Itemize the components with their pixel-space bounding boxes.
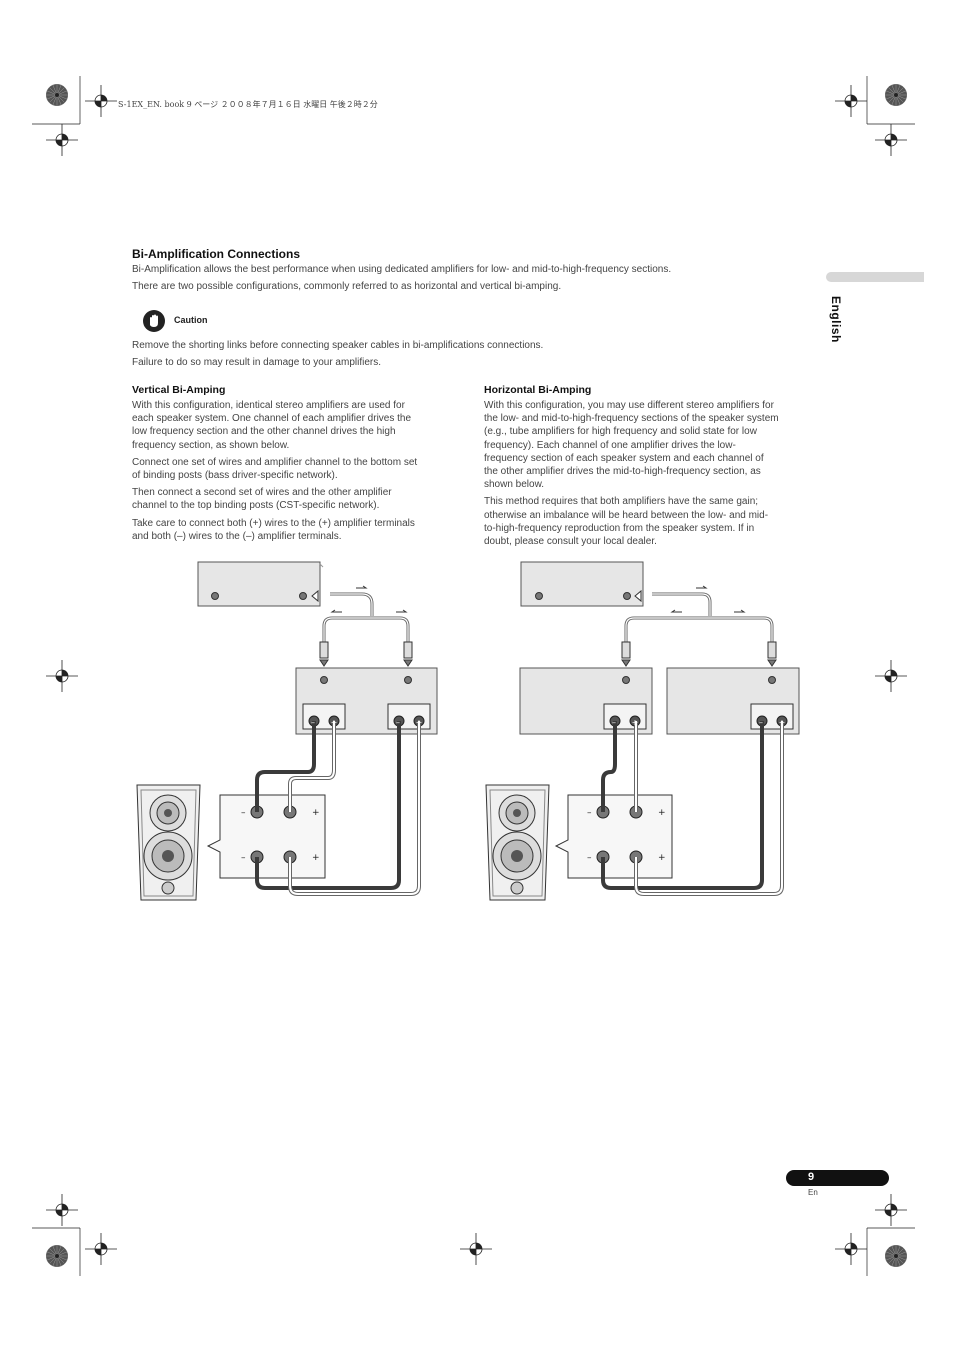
vertical-line: Connect one set of wires and amplifier c… (132, 456, 418, 468)
vertical-line: frequency section, as shown below. (132, 439, 290, 451)
caution-line-2: Failure to do so may result in damage to… (132, 357, 381, 368)
horizontal-line: doubt, please consult your local dealer. (484, 536, 657, 548)
horizontal-line: otherwise an imbalance will be heard bet… (484, 509, 769, 521)
vertical-paragraph: Then connect a second set of wires and t… (132, 486, 462, 512)
horizontal-paragraph: This method requires that both amplifier… (484, 495, 814, 548)
vertical-line: channel to the top binding posts (CST-sp… (132, 500, 380, 512)
header-note: S-1EX_EN. book 9 ページ ２００８年７月１６日 水曜日 午後２時… (118, 100, 378, 109)
page-number-pill (786, 1170, 889, 1186)
horizontal-line: shown below. (484, 479, 545, 491)
horizontal-line: (e.g., tube amplifiers for high frequenc… (484, 426, 757, 438)
language-tab-label: English (829, 296, 843, 343)
horizontal-line: frequency). Each channel of one amplifie… (484, 439, 736, 451)
horizontal-body: With this configuration, you may use dif… (484, 399, 814, 552)
caution-label: Caution (174, 315, 208, 325)
horizontal-line: With this configuration, you may use dif… (484, 400, 774, 411)
horizontal-line: the other amplifier drives the mid-to-hi… (484, 466, 761, 478)
language-tab-bar (826, 272, 924, 282)
vertical-line: With this configuration, identical stere… (132, 400, 405, 411)
horizontal-title: Horizontal Bi-Amping (484, 384, 592, 396)
vertical-title: Vertical Bi-Amping (132, 384, 226, 396)
hand-stop-icon (143, 310, 165, 332)
intro-line-2: There are two possible configurations, c… (132, 281, 562, 292)
page-number: 9 (808, 1171, 815, 1183)
vertical-body: With this configuration, identical stere… (132, 399, 462, 547)
section-title: Bi-Amplification Connections (132, 247, 300, 261)
vertical-line: Take care to connect both (+) wires to t… (132, 517, 415, 529)
intro-line-1: Bi-Amplification allows the best perform… (132, 264, 672, 275)
page-language: En (808, 1188, 818, 1197)
horizontal-paragraph: With this configuration, you may use dif… (484, 399, 814, 491)
vertical-paragraph: Take care to connect both (+) wires to t… (132, 517, 462, 543)
vertical-line: each speaker system. One channel of each… (132, 413, 412, 425)
horizontal-line: to-high-frequency reproduction from the … (484, 522, 755, 534)
horizontal-line: This method requires that both amplifier… (484, 496, 759, 508)
vertical-paragraph: With this configuration, identical stere… (132, 399, 462, 452)
vertical-line: Then connect a second set of wires and t… (132, 487, 392, 499)
vertical-line: and both (–) wires to the (–) amplifier … (132, 530, 342, 542)
horizontal-line: frequency section of each speaker system… (484, 452, 764, 464)
horizontal-line: the low- and mid-to-high-frequency secti… (484, 413, 779, 425)
vertical-line: low frequency section and the other chan… (132, 426, 396, 438)
vertical-line: of binding posts (bass driver-specific n… (132, 470, 338, 482)
vertical-paragraph: Connect one set of wires and amplifier c… (132, 456, 462, 482)
caution-line-1: Remove the shorting links before connect… (132, 340, 544, 351)
